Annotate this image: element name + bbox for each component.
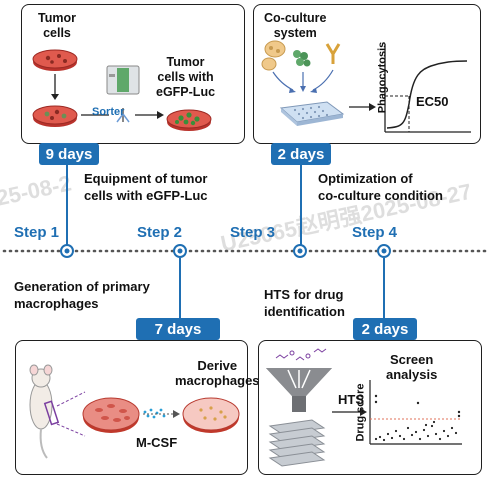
timeline-nodes [60,244,391,258]
step2-duration-badge: 7 days [136,318,220,340]
transduced-dish-icon [32,105,78,127]
ec50-label: EC50 [416,94,449,109]
step4-node [377,244,391,258]
tumor-cells-label: Tumor cells [38,11,76,40]
step4-duration-badge: 2 days [271,143,331,165]
step4-label: Step 4 [352,224,398,241]
derive-macrophages-label: Derive macrophages [175,358,260,388]
step3-label: Step 3 [230,224,276,241]
well-plate-icon [279,101,345,126]
tumor-cell-cluster-icon [293,50,311,67]
phagocytosis-axis-label: Phagocytosis [376,41,389,114]
step1-label: Step 1 [14,224,60,241]
tumor-dish-icon [32,49,78,71]
step1-duration-badge: 9 days [39,143,99,165]
step3-node [293,244,307,258]
sorter-icon [106,65,140,123]
drug-score-axis-label: Drug score [354,383,367,442]
egfp-dish-icon [166,109,212,131]
step1-description: Equipment of tumor cells with eGFP-Luc [84,171,208,203]
macrophage-icon [261,40,286,71]
mcsf-particles-icon [143,408,166,419]
plate-stack-icon [268,419,326,467]
compound-library-icon [275,348,327,361]
mouse-icon [29,364,60,459]
step1-connector [66,150,68,250]
screen-analysis-label: Screen analysis [386,352,438,382]
step3-illustration [266,348,462,467]
hts-label: HTS [338,392,364,407]
macrophage-dish-icon [182,397,240,433]
mcsf-label: M-CSF [136,435,178,450]
step1-illustration [32,49,212,131]
dose-response-chart [384,44,471,133]
step3-description: HTS for drug identification [264,287,345,319]
step2-connector [179,258,181,320]
step2-node [173,244,187,258]
step2-label: Step 2 [137,224,183,241]
step3-connector [383,258,385,320]
sorter-label: Sorter [92,106,125,118]
antibody-icon [325,43,341,64]
watermark-left: 25-08-2 [0,170,74,211]
step4-connector [300,150,302,250]
step2-description: Generation of primary macrophages [14,279,150,311]
step3-duration-badge: 2 days [353,318,417,340]
bone-marrow-dish-icon [82,397,140,433]
step1-node [60,244,74,258]
step4-illustration [261,40,471,133]
egfp-result-label: Tumor cells with eGFP-Luc [156,55,216,99]
drug-score-scatter-chart [369,380,462,445]
coculture-label: Co-culture system [264,11,327,40]
step4-description: Optimization of co-culture condition [318,171,443,203]
step2-illustration [29,364,240,459]
